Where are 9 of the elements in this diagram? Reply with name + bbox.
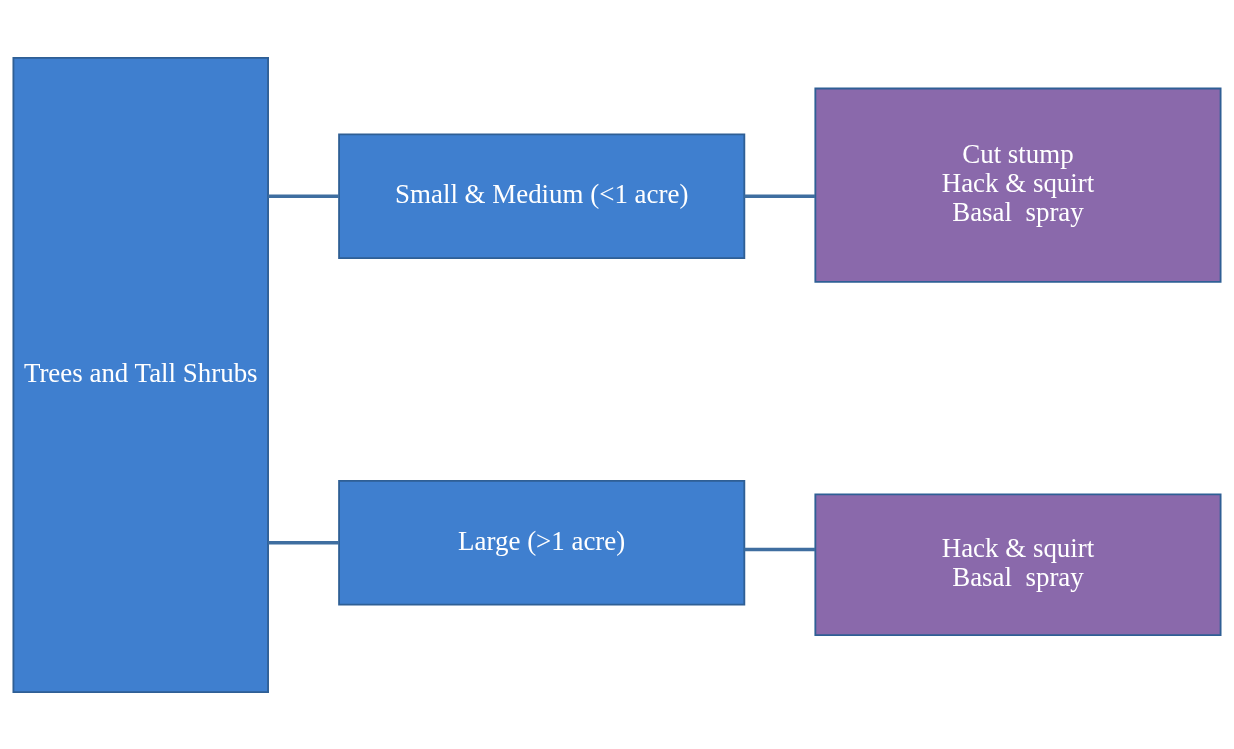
node-box: Trees and Tall Shrubs xyxy=(12,56,269,693)
node-box: Hack & squirt Basal spray xyxy=(814,492,1222,636)
connector xyxy=(268,540,339,545)
connector xyxy=(744,547,816,551)
connector xyxy=(744,193,816,198)
node-box: Large (>1 acre) xyxy=(338,479,746,605)
node-box: Cut stump Hack & squirt Basal spray xyxy=(814,87,1222,283)
connector xyxy=(268,193,339,198)
node-box: Small & Medium (<1 acre) xyxy=(338,133,746,259)
